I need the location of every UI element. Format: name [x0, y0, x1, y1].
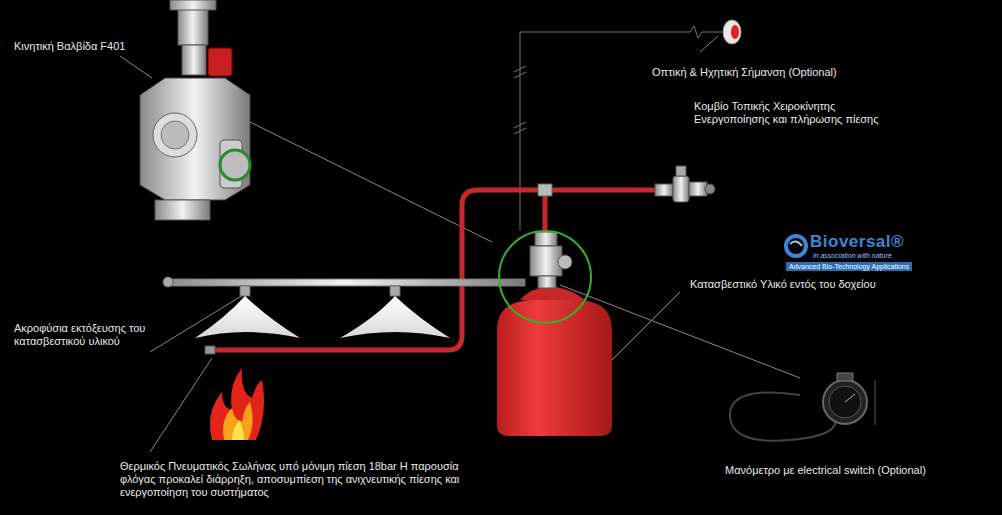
fire-symbol	[210, 368, 264, 440]
logo-text: Bioversal®	[810, 233, 904, 251]
part-label: Κινητική Βαλβίδα F401	[14, 40, 125, 53]
logo-tagline: in association with nature	[813, 252, 892, 260]
logo-band: Advanced Bio-Technology Applications	[786, 262, 912, 271]
part-label: Μανόμετρο με electrical switch (Optional…	[725, 464, 926, 477]
valve-drawing	[140, 0, 250, 220]
manual-button	[655, 166, 715, 202]
part-label: Οπτική & Ηχητική Σήμανση (Optional)	[652, 66, 837, 79]
logo-icon	[786, 236, 806, 256]
leader-lines	[120, 36, 800, 452]
part-label: Θερμικός Πνευματικός Σωλήνας υπό μόνιμη …	[120, 460, 490, 499]
part-label: Ακροφύσια εκτόξευσης του κατασβεστικού υ…	[14, 322, 154, 348]
siren-symbol	[723, 20, 741, 44]
pressure-gauge	[730, 373, 875, 441]
part-label: Κομβίο Τοπικής Χειροκίνητης Ενεργοποίηση…	[694, 100, 894, 126]
part-label: Κατασβεστικό Υλικό εντός του δοχείου	[690, 278, 876, 291]
tank	[497, 231, 612, 436]
nozzle-pipe	[163, 277, 525, 338]
